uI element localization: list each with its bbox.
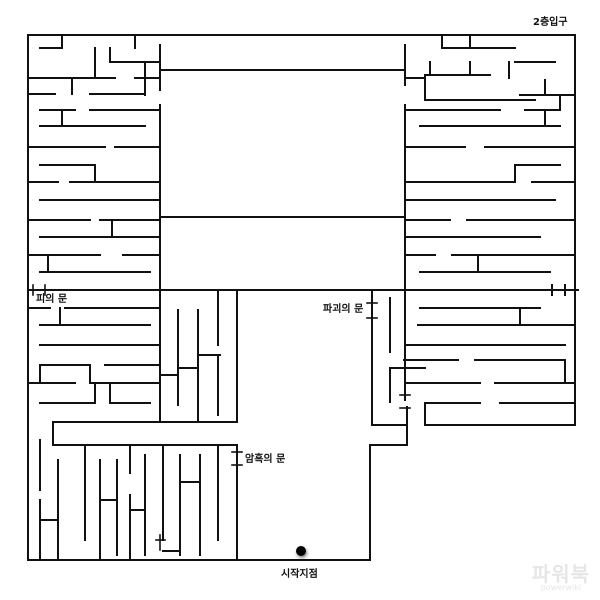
start-point-marker-icon (296, 546, 306, 556)
destruction-door-label: 파괴의 문 (323, 304, 364, 315)
maze-walls (27, 34, 579, 561)
watermark: 파워북 powerwiki (532, 564, 590, 592)
watermark-main: 파워북 (531, 562, 590, 586)
watermark-sub: powerwiki (540, 583, 582, 592)
blood-door-label: 피의 문 (36, 294, 68, 305)
start-point-label: 시작지점 (281, 569, 318, 580)
darkness-door-label: 암흑의 문 (245, 454, 286, 465)
maze-doors (32, 284, 411, 551)
floor2-entrance-label: 2층입구 (533, 17, 568, 28)
